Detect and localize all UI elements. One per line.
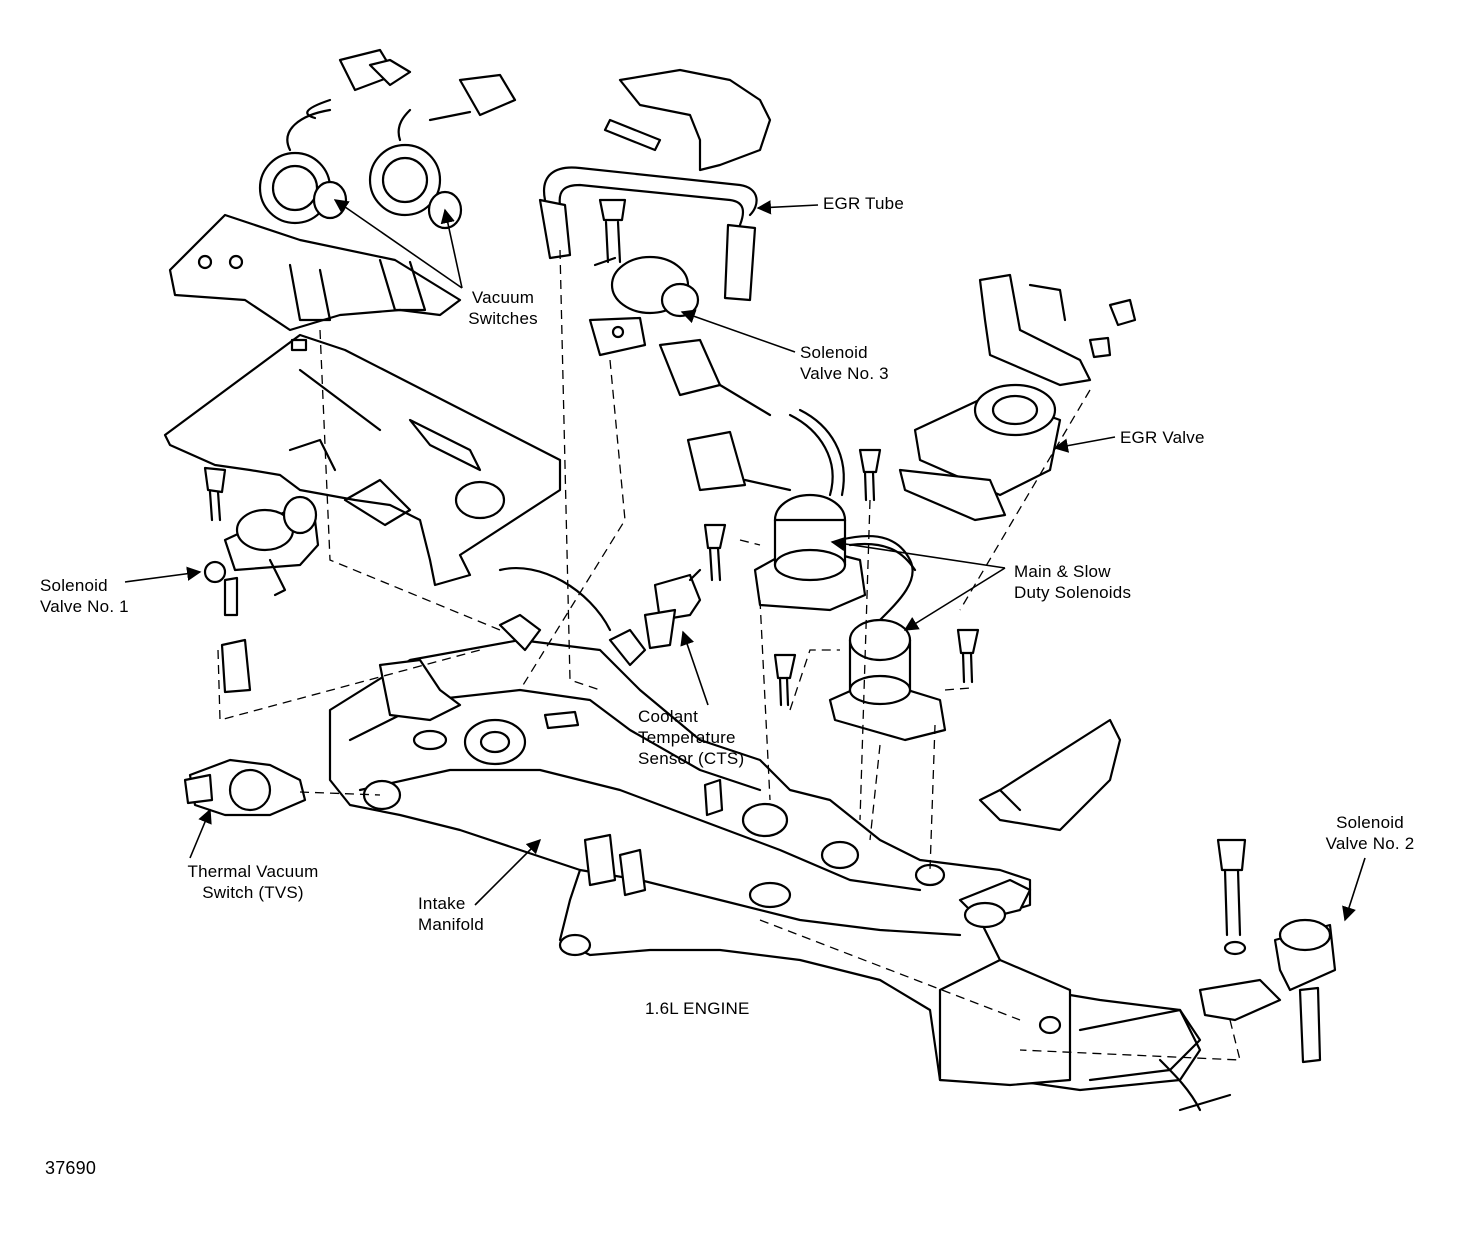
- solenoid-valve-1-label: Solenoid Valve No. 1: [40, 576, 129, 616]
- intake-manifold-label: Intake Manifold: [418, 894, 484, 934]
- main-slow-duty-solenoids-label: Main & Slow Duty Solenoids: [1014, 562, 1132, 602]
- coolant-temperature-sensor-label: Coolant Temperature Sensor (CTS): [638, 707, 745, 768]
- solenoid-valve-3-drawing: [588, 198, 700, 357]
- egr-tube-label: EGR Tube: [823, 194, 904, 213]
- leader-arrows: [124, 199, 1366, 922]
- solenoid-valve-3-label: Solenoid Valve No. 3: [800, 343, 889, 383]
- vacuum-switches-drawing: [168, 48, 517, 332]
- hoses-drawing: [658, 338, 845, 497]
- gasket-plate-drawing: [163, 333, 562, 587]
- egr-tube-drawing: [538, 68, 772, 302]
- engine-caption: 1.6L ENGINE: [645, 999, 750, 1018]
- figure-number: 37690: [45, 1158, 97, 1178]
- egr-valve-drawing: [898, 273, 1137, 522]
- egr-valve-label: EGR Valve: [1120, 428, 1205, 447]
- solenoid-valve-2-label: Solenoid Valve No. 2: [1325, 813, 1415, 853]
- intake-manifold-drawing: [328, 567, 1232, 1112]
- heat-shield-drawing: [978, 718, 1122, 832]
- solenoid-valve-1-drawing: [203, 466, 320, 694]
- thermal-vacuum-switch-label: Thermal Vacuum Switch (TVS): [187, 862, 319, 902]
- vacuum-switches-label: Vacuum Switches: [468, 288, 538, 328]
- solenoid-valve-2-drawing: [1198, 838, 1337, 1064]
- tvs-drawing: [183, 758, 307, 817]
- coolant-sensor-drawing: [643, 568, 702, 650]
- assembly-lines: [217, 249, 1241, 1061]
